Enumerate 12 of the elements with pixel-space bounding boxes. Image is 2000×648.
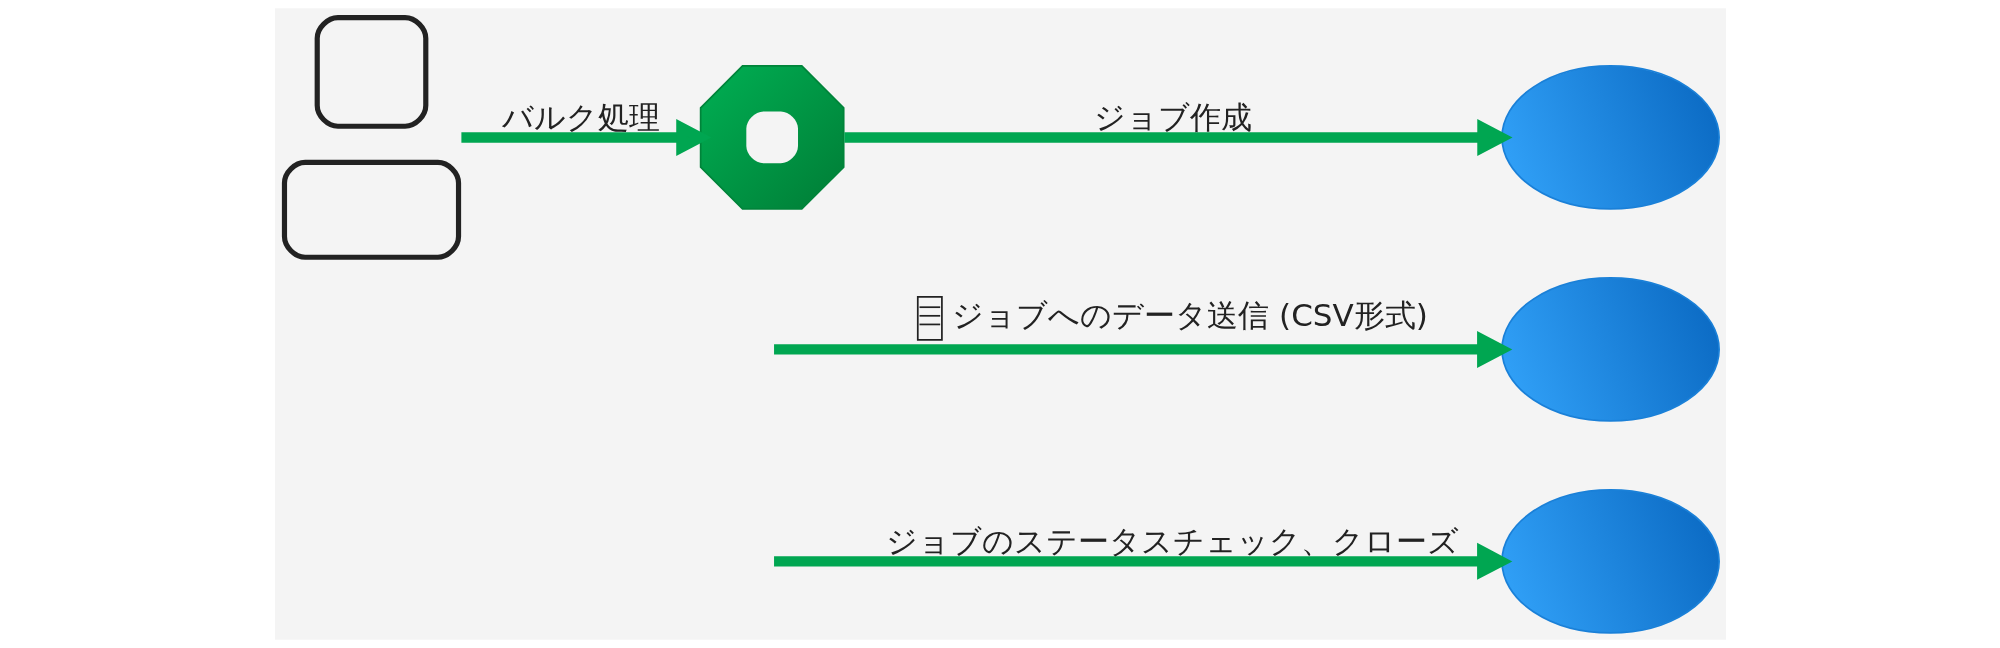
edge-label: ジョブへのデータ送信 (CSV形式) <box>951 296 1428 333</box>
arrow <box>460 118 711 156</box>
edge-label: バルク処理 <box>501 98 660 135</box>
node-cloud <box>1500 277 1720 422</box>
arrow <box>773 330 1512 368</box>
node-cloud <box>1500 65 1720 210</box>
edge-label: ジョブ作成 <box>1093 98 1252 135</box>
arrow <box>773 542 1512 580</box>
node-gear <box>699 65 845 210</box>
arrow <box>843 118 1513 156</box>
edge-label: ジョブのステータスチェック、クローズ <box>885 522 1459 559</box>
node-cloud <box>1500 489 1720 634</box>
